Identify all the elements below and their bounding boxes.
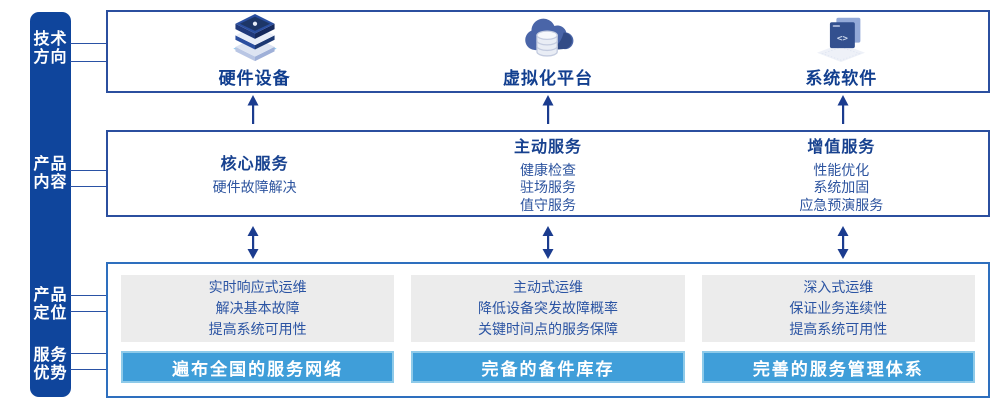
positioning-line: 解决基本故障	[215, 300, 300, 317]
positioning-panel: 主动式运维 降低设备突发故障概率 关键时间点的服务保障	[411, 275, 685, 343]
arrow-row-double	[106, 226, 990, 259]
tech-cell-virtualization: 虚拟化平台	[401, 12, 694, 91]
sidebar-label-line: 定位	[33, 305, 68, 322]
up-arrow-icon	[695, 95, 990, 125]
service-item: 应急预演服务	[799, 196, 884, 213]
advantage-banner: 遍布全国的服务网络	[121, 351, 395, 383]
service-item: 硬件故障解决	[212, 179, 297, 196]
connector-line	[70, 311, 107, 312]
positioning-advantage-box: 实时响应式运维 解决基本故障 提高系统可用性 遍布全国的服务网络 主动式运维 降…	[106, 262, 990, 398]
product-content-box: 核心服务 硬件故障解决 主动服务 健康检查 驻场服务 值守服务 增值服务 性能优…	[106, 130, 990, 217]
service-item: 值守服务	[519, 196, 576, 213]
connector-line	[70, 353, 107, 354]
service-cell-value-added: 增值服务 性能优化 系统加固 应急预演服务	[695, 132, 988, 215]
sidebar-category-bar: 技术 方向 产品 内容 产品 定位 服务 优势	[30, 12, 71, 397]
sidebar-item-product-positioning: 产品 定位	[30, 287, 71, 323]
sidebar-label-line: 技术	[33, 31, 68, 48]
positioning-column-realtime: 实时响应式运维 解决基本故障 提高系统可用性 遍布全国的服务网络	[121, 275, 395, 383]
svg-text:<>: <>	[837, 33, 849, 44]
positioning-line: 降低设备突发故障概率	[477, 300, 618, 317]
arrow-row-up	[106, 95, 990, 125]
double-arrow-icon	[401, 226, 696, 259]
positioning-line: 关键时间点的服务保障	[477, 321, 618, 338]
positioning-column-proactive: 主动式运维 降低设备突发故障概率 关键时间点的服务保障 完备的备件库存	[411, 275, 685, 383]
connector-line	[70, 43, 107, 44]
sidebar-item-product-content: 产品 内容	[30, 156, 71, 192]
connector-line	[70, 186, 107, 187]
tech-label: 虚拟化平台	[502, 69, 593, 88]
positioning-panel: 深入式运维 保证业务连续性 提高系统可用性	[701, 275, 975, 343]
positioning-line: 主动式运维	[512, 279, 583, 296]
positioning-line: 深入式运维	[803, 279, 874, 296]
connector-line	[70, 369, 107, 370]
sidebar-label-line: 方向	[33, 49, 68, 66]
service-item: 驻场服务	[519, 179, 576, 196]
up-arrow-icon	[401, 95, 696, 125]
server-stack-icon	[228, 14, 282, 62]
code-window-icon: <>	[813, 14, 869, 62]
tech-label: 硬件设备	[218, 69, 291, 88]
service-item: 健康检查	[519, 161, 576, 178]
positioning-line: 提高系统可用性	[208, 321, 307, 338]
connector-line	[70, 170, 107, 171]
service-title: 增值服务	[807, 138, 876, 156]
tech-label: 系统软件	[805, 69, 878, 88]
sidebar-label-line: 内容	[33, 174, 68, 191]
advantage-banner: 完善的服务管理体系	[701, 351, 975, 383]
service-title: 主动服务	[513, 138, 582, 156]
advantage-banner: 完备的备件库存	[411, 351, 685, 383]
service-title: 核心服务	[220, 156, 289, 174]
positioning-line: 提高系统可用性	[789, 321, 888, 338]
sidebar-label-line: 产品	[33, 156, 68, 173]
double-arrow-icon	[106, 226, 401, 259]
tech-cell-hardware: 硬件设备	[108, 12, 401, 91]
positioning-panel: 实时响应式运维 解决基本故障 提高系统可用性	[121, 275, 395, 343]
service-cell-proactive: 主动服务 健康检查 驻场服务 值守服务	[401, 132, 694, 215]
connector-line	[70, 295, 107, 296]
cloud-database-icon	[520, 14, 576, 62]
sidebar-label-line: 产品	[33, 287, 68, 304]
service-item: 系统加固	[813, 179, 870, 196]
connector-line	[70, 61, 107, 62]
tech-cell-system-software: <> 系统软件	[695, 12, 988, 91]
sidebar-item-service-advantage: 服务 优势	[30, 347, 71, 383]
up-arrow-icon	[106, 95, 401, 125]
sidebar-label-line: 优势	[33, 365, 68, 382]
sidebar-label-line: 服务	[33, 347, 68, 364]
positioning-line: 保证业务连续性	[789, 300, 888, 317]
service-item: 性能优化	[813, 161, 870, 178]
double-arrow-icon	[695, 226, 990, 259]
sidebar-item-tech-direction: 技术 方向	[30, 31, 71, 67]
service-cell-core: 核心服务 硬件故障解决	[108, 132, 401, 215]
positioning-column-indepth: 深入式运维 保证业务连续性 提高系统可用性 完善的服务管理体系	[701, 275, 975, 383]
tech-direction-box: 硬件设备 虚拟化平台	[106, 10, 990, 93]
positioning-line: 实时响应式运维	[208, 279, 307, 296]
